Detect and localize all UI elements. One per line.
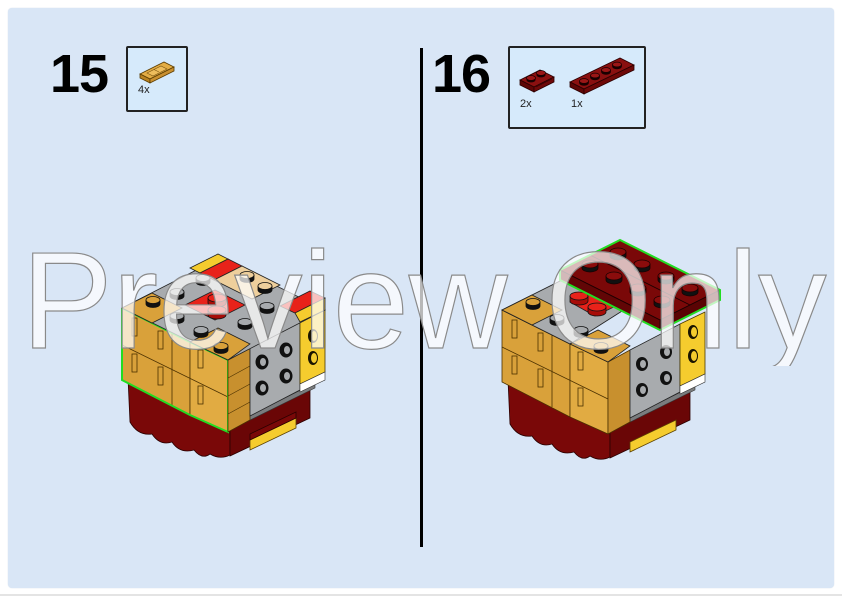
part-gold-tile-icon [139, 61, 175, 84]
part-dark-red-plate-1x4-icon [569, 57, 635, 95]
top-studs [145, 271, 275, 354]
parts-callout-step-16: 2x 1x [508, 46, 646, 129]
parts-callout-step-15: 4x [126, 46, 188, 112]
part-quantity: 2x [520, 98, 532, 110]
part-dark-red-plate-1x2-icon [519, 69, 555, 93]
page-bottom-edge [0, 594, 842, 596]
model-assembly-step-15 [121, 253, 326, 458]
step-divider-line [420, 48, 423, 547]
part-quantity: 1x [571, 98, 583, 110]
step-number-16: 16 [432, 44, 491, 104]
model-assembly-step-16 [501, 238, 721, 460]
dark-red-roof-plates [559, 239, 721, 331]
part-quantity: 4x [138, 84, 150, 96]
step-number-15: 15 [50, 44, 109, 104]
dark-red-base [127, 377, 311, 458]
